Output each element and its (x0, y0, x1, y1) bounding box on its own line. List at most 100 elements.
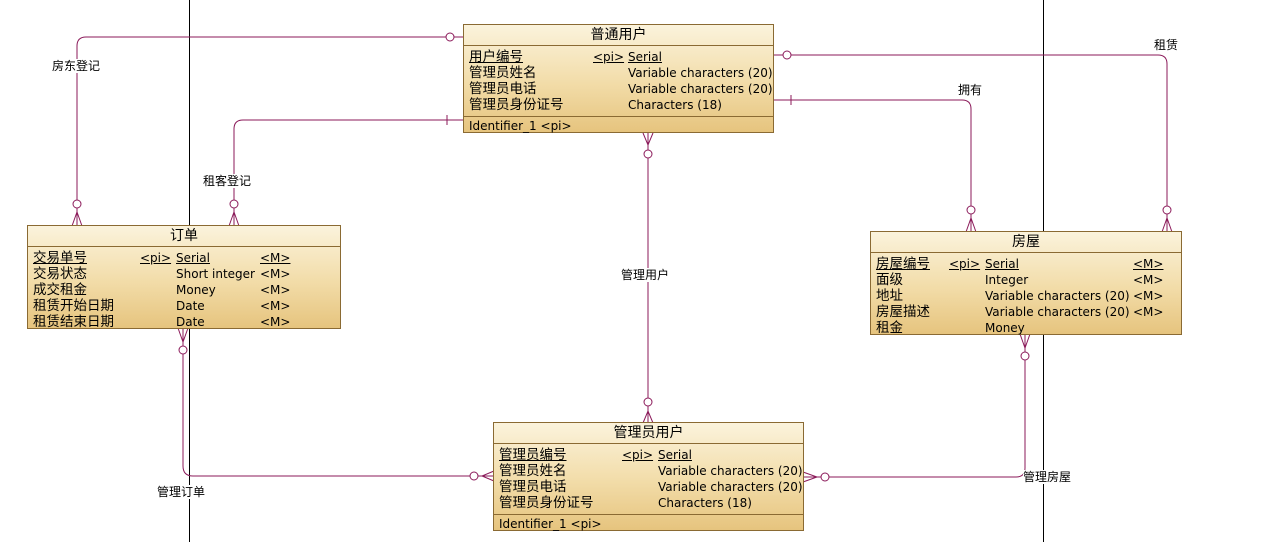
attr-name: 管理员身份证号 (499, 495, 594, 511)
rel-manage-order-crowsfoot-order (177, 327, 189, 344)
rel-own-circle-house (966, 205, 976, 215)
attr-row: 管理员电话 Variable characters (20) (499, 479, 803, 495)
rel-manage-order-circle-admin (469, 471, 479, 481)
attr-name: 管理员身份证号 (469, 97, 564, 113)
rel-manage-user-circle-top (643, 149, 653, 159)
rel-label-manage-house: 管理房屋 (1023, 470, 1072, 484)
attr-name: 房屋描述 (876, 304, 930, 320)
attr-mandatory: <M> (260, 299, 291, 313)
attr-name: 管理员电话 (499, 479, 567, 495)
rel-manage-order-crowsfoot-admin (480, 470, 495, 482)
attr-pi: <pi> (140, 251, 172, 265)
rel-manage-user-crowsfoot-top (642, 132, 654, 147)
rel-lease-crowsfoot (1161, 216, 1173, 233)
rel-label-landlord-register: 房东登记 (52, 59, 101, 73)
attr-pi: <pi> (949, 257, 981, 271)
rel-tenant-register-circle-order (229, 199, 239, 209)
rel-manage-house-line (803, 334, 1026, 478)
attr-type: Money (985, 321, 1025, 335)
attr-row: 管理员身份证号 Characters (18) (499, 495, 803, 511)
attr-name: 交易单号 (33, 250, 87, 266)
attr-row: 管理员电话 Variable characters (20) (469, 81, 773, 97)
rel-landlord-register-circle-user (445, 32, 455, 42)
attr-mandatory: <M> (1133, 273, 1164, 287)
rel-own-crowsfoot (965, 216, 977, 233)
rel-landlord-register-crowsfoot (71, 210, 83, 227)
rel-tenant-register-line (233, 119, 464, 226)
attr-pi: <pi> (593, 50, 625, 64)
rel-tenant-register-crowsfoot (228, 210, 240, 227)
attr-type: Variable characters (20) (628, 66, 773, 80)
attr-type: Serial (176, 251, 210, 265)
attr-type: Characters (18) (658, 496, 752, 510)
attr-mandatory: <M> (1133, 305, 1164, 319)
attr-row: 租金 Money (876, 320, 1181, 336)
attr-mandatory: <M> (260, 267, 291, 281)
attr-type: Money (176, 283, 216, 297)
rel-manage-user-circle-bottom (643, 397, 653, 407)
rel-lease-line (773, 54, 1168, 232)
entity-user[interactable]: 普通用户 用户编号 <pi>Serial 管理员姓名 Variable charac… (463, 24, 774, 133)
rel-label-lease: 租赁 (1154, 38, 1179, 52)
rel-landlord-register-circle-order (72, 199, 82, 209)
attr-type: Variable characters (20) (658, 480, 803, 494)
attr-row: 租赁开始日期 Date <M> (33, 298, 340, 314)
attr-row: 管理员姓名 Variable characters (20) (469, 65, 773, 81)
attr-type: Characters (18) (628, 98, 722, 112)
entity-title: 管理员用户 (494, 423, 803, 444)
attr-mandatory: <M> (260, 315, 291, 329)
rel-label-own: 拥有 (958, 83, 983, 97)
rel-manage-order-circle-order (178, 345, 188, 355)
rel-lease-circle-house (1162, 205, 1172, 215)
attr-type: Serial (628, 50, 662, 64)
rel-manage-house-circle-house (1020, 351, 1030, 361)
rel-manage-house-crowsfoot-admin (802, 471, 819, 483)
rel-manage-house-circle-admin (820, 472, 830, 482)
attr-mandatory: <M> (260, 283, 291, 297)
attr-mandatory: <M> (1133, 257, 1164, 271)
attr-type: Serial (658, 448, 692, 462)
entity-identifier: Identifier_1 <pi> (494, 514, 803, 533)
attr-name: 管理员电话 (469, 81, 537, 97)
attr-name: 租赁开始日期 (33, 298, 114, 314)
rel-lease-circle-user (782, 50, 792, 60)
attr-type: Short integer (176, 267, 255, 281)
rel-manage-house-crowsfoot-house (1019, 333, 1031, 350)
attr-name: 用户编号 (469, 49, 523, 65)
attr-name: 交易状态 (33, 266, 87, 282)
attr-name: 租金 (876, 320, 903, 336)
attr-name: 面级 (876, 272, 903, 288)
entity-identifier: Identifier_1 <pi> (464, 116, 773, 135)
rel-own-line (773, 99, 972, 232)
attr-type: Variable characters (20) (628, 82, 773, 96)
entity-title: 房屋 (871, 232, 1181, 253)
attr-type: Serial (985, 257, 1019, 271)
attr-row: 交易状态 Short integer <M> (33, 266, 340, 282)
entity-title: 普通用户 (464, 25, 773, 46)
rel-manage-order-line (182, 328, 494, 477)
attr-row: 用户编号 <pi>Serial (469, 49, 773, 65)
attr-pi: <pi> (622, 448, 654, 462)
attr-row: 管理员身份证号 Characters (18) (469, 97, 773, 113)
attr-type: Integer (985, 273, 1029, 287)
attr-type: Date (176, 315, 205, 329)
rel-manage-user-crowsfoot-bottom (642, 409, 654, 424)
attr-name: 成交租金 (33, 282, 87, 298)
attr-name: 租赁结束日期 (33, 314, 114, 330)
attr-type: Variable characters (20) (658, 464, 803, 478)
attr-name: 管理员编号 (499, 447, 567, 463)
attr-name: 地址 (876, 288, 903, 304)
attr-row: 交易单号 <pi> Serial <M> (33, 250, 340, 266)
attr-name: 管理员姓名 (469, 65, 537, 81)
attr-mandatory: <M> (260, 251, 291, 265)
rel-label-manage-user: 管理用户 (621, 268, 670, 282)
attr-name: 房屋编号 (876, 256, 930, 272)
attr-row: 面级 Integer <M> (876, 272, 1181, 288)
attr-type: Date (176, 299, 205, 313)
